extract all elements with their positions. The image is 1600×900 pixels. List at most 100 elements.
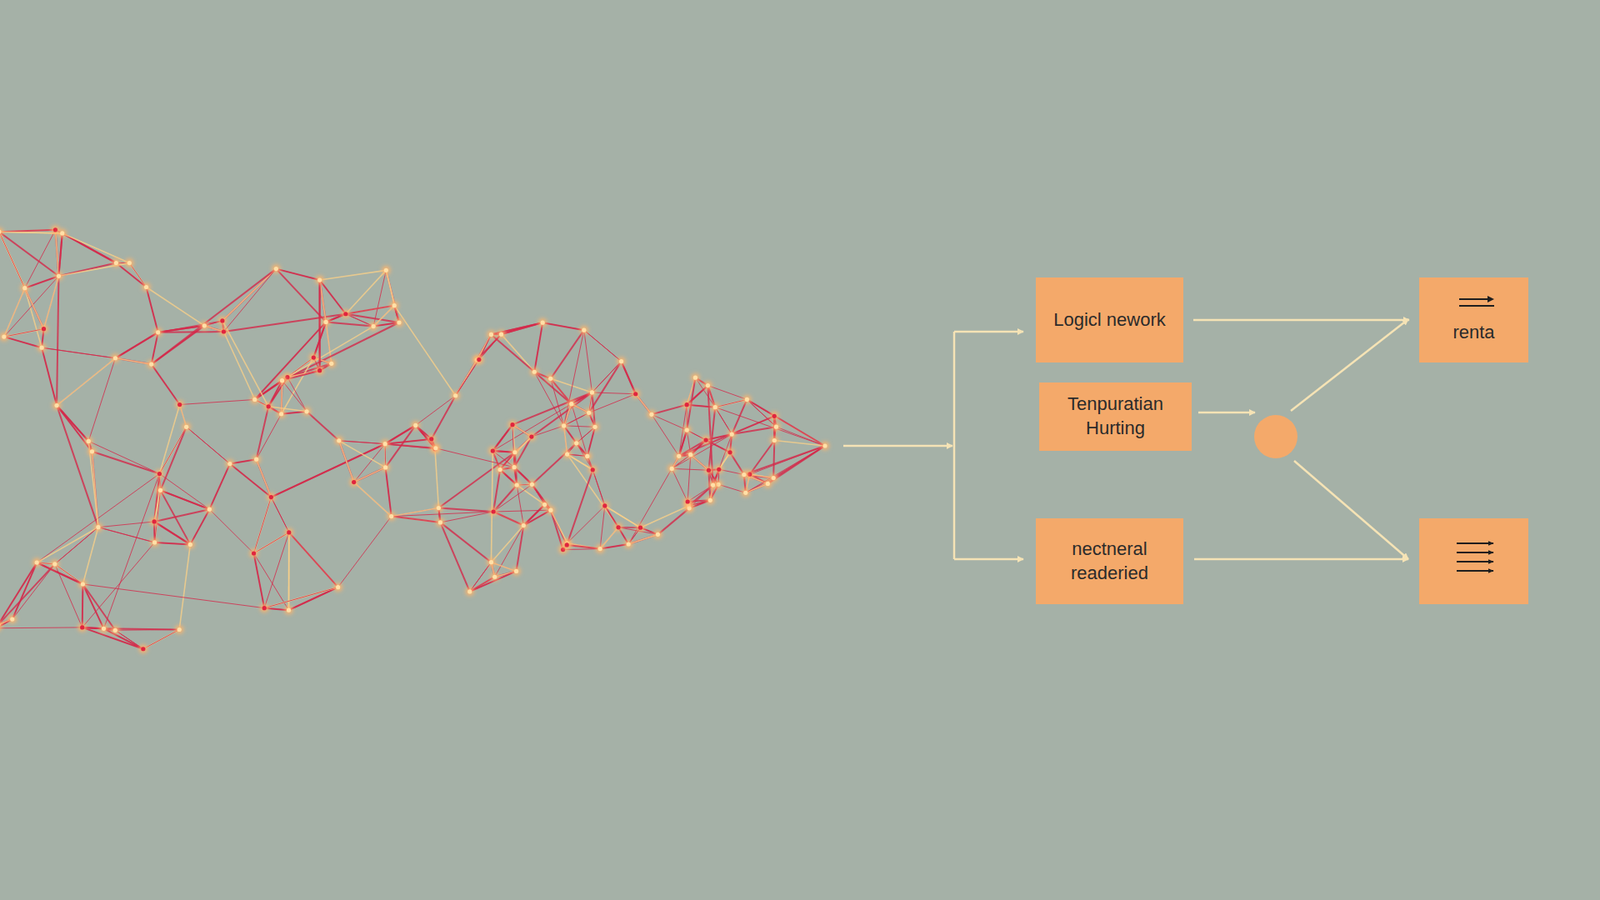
network-dot <box>747 472 752 477</box>
network-link <box>256 414 282 460</box>
node-glow <box>94 523 103 532</box>
network-dot <box>490 448 495 453</box>
node-glow <box>475 355 484 365</box>
node-glow <box>50 560 60 569</box>
node-glow <box>427 435 436 444</box>
network-link <box>605 505 641 528</box>
network-dot <box>317 277 322 282</box>
flow-arrow <box>1294 460 1409 560</box>
node-glow <box>705 495 715 505</box>
network-dot <box>542 502 547 507</box>
network-link <box>715 407 825 446</box>
network-link <box>282 370 320 381</box>
network-link <box>180 399 255 405</box>
network-dot <box>688 452 693 457</box>
network-dot <box>638 525 643 530</box>
node-glow <box>334 583 343 592</box>
network-dot <box>343 311 348 316</box>
network-link <box>695 377 715 407</box>
node-glow <box>141 282 150 291</box>
network-link <box>600 505 605 550</box>
node-glow <box>154 328 163 337</box>
network-link <box>41 347 57 405</box>
node-glow <box>0 332 9 341</box>
network-link <box>492 425 513 451</box>
network-link <box>270 497 289 533</box>
network-link <box>440 522 470 592</box>
node-glow <box>624 540 633 549</box>
output-box <box>1419 518 1529 605</box>
node-glow <box>675 451 684 460</box>
network-link <box>431 395 456 440</box>
network-link <box>155 542 191 545</box>
node-glow <box>704 465 713 475</box>
network-link <box>493 511 524 526</box>
network-link <box>154 521 190 545</box>
node-glow <box>683 497 692 506</box>
node-glow <box>111 258 120 267</box>
network-link <box>62 233 117 264</box>
network-link <box>715 407 732 435</box>
network-link <box>679 415 775 456</box>
network-link <box>567 543 601 550</box>
network-dot <box>771 475 776 480</box>
node-glow <box>381 463 390 472</box>
network-link <box>151 332 159 365</box>
node-glow <box>490 572 500 581</box>
node-glow <box>527 432 536 441</box>
network-link <box>282 380 308 412</box>
network-link <box>255 321 326 400</box>
network-link <box>289 532 339 588</box>
network-link <box>58 233 62 276</box>
node-glow <box>278 376 287 385</box>
network-link <box>151 364 180 405</box>
network-link <box>288 532 290 610</box>
node-glow <box>489 507 498 516</box>
network-link <box>88 440 99 527</box>
network-link <box>223 331 255 400</box>
network-link <box>4 336 42 348</box>
network-link <box>62 233 130 264</box>
network-dot <box>149 361 154 366</box>
node-glow <box>512 566 521 575</box>
process-box: Logicl nework <box>1035 277 1184 363</box>
network-link <box>104 473 160 629</box>
network-link <box>62 233 117 264</box>
network-dot <box>285 375 290 380</box>
flow-arrow <box>1194 558 1409 561</box>
node-glow <box>321 317 330 326</box>
node-glow <box>309 353 318 362</box>
network-dot <box>227 461 232 466</box>
network-dot <box>383 441 388 446</box>
node-glow <box>20 284 30 293</box>
network-dot <box>329 361 334 366</box>
node-glow <box>631 390 640 399</box>
network-dot <box>453 393 458 398</box>
node-glow <box>218 316 227 325</box>
network-dot <box>743 490 748 495</box>
network-link <box>345 314 374 327</box>
network-dot <box>40 345 45 350</box>
node-glow <box>451 391 460 400</box>
network-link <box>415 425 436 448</box>
network-link <box>385 467 392 517</box>
network-link <box>223 314 345 332</box>
network-dot <box>274 266 279 271</box>
node-glow <box>600 501 610 510</box>
network-dot <box>765 481 770 486</box>
network-dot <box>324 320 329 325</box>
network-link <box>264 587 338 609</box>
network-link <box>651 405 687 415</box>
network-link <box>160 490 210 510</box>
node-glow <box>690 373 700 382</box>
node-glow <box>580 325 589 335</box>
network-link <box>621 361 636 395</box>
network-link <box>264 532 290 609</box>
network-link <box>550 510 568 544</box>
network-link <box>534 322 543 372</box>
node-glow <box>225 460 235 469</box>
node-glow <box>742 395 751 404</box>
node-glow <box>701 435 710 445</box>
network-dot <box>383 465 388 470</box>
network-link <box>56 275 59 405</box>
